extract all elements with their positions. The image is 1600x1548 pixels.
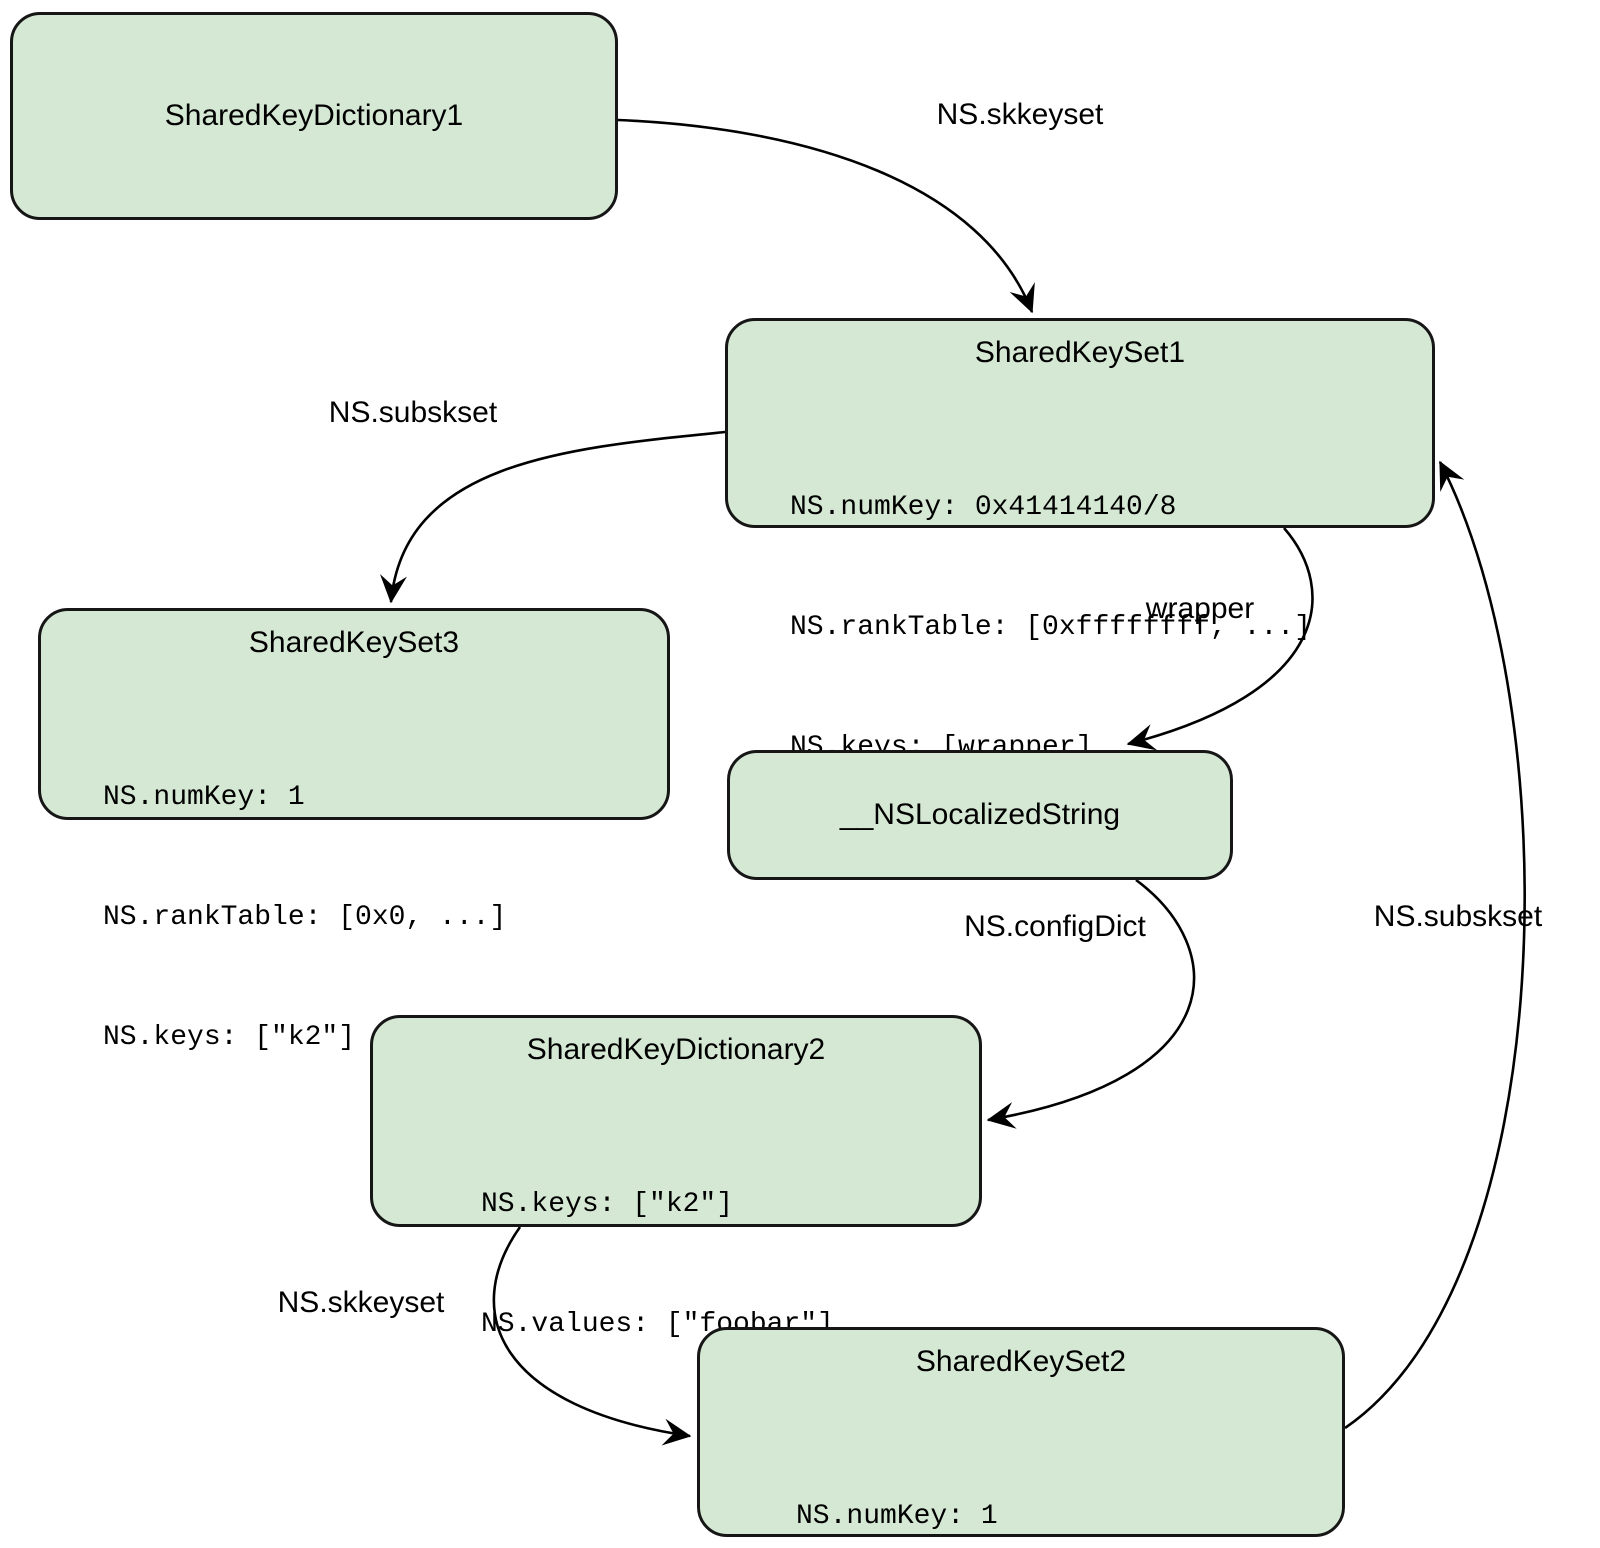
node-title: SharedKeyDictionary2 [526, 1033, 826, 1066]
node-title: SharedKeySet3 [248, 626, 460, 659]
node-title: SharedKeyDictionary1 [164, 99, 464, 132]
edge-subskset-2 [1344, 460, 1526, 1430]
node-nslocalizedstring: __NSLocalizedString [727, 750, 1233, 880]
edge-label-configdict: NS.configDict [964, 910, 1146, 943]
node-sharedkeydictionary2: SharedKeyDictionary2 NS.keys: ["k2"] NS.… [370, 1015, 982, 1340]
edge-subskset-1 [380, 430, 726, 604]
node-attributes: NS.numKey: 1 NS.rankTable: [0x0, ...] NS… [700, 1417, 1342, 1548]
edge-label-subskset-2: NS.subskset [1373, 900, 1543, 933]
node-sharedkeydictionary1: SharedKeyDictionary1 [10, 12, 618, 220]
edge-label-wrapper: wrapper [1145, 592, 1255, 625]
node-sharedkeyset1: SharedKeySet1 NS.numKey: 0x41414140/8 NS… [725, 318, 1435, 763]
edge-skkeyset-2 [492, 1226, 692, 1446]
node-sharedkeyset2: SharedKeySet2 NS.numKey: 1 NS.rankTable:… [697, 1327, 1345, 1537]
attr-line: NS.numKey: 1 [103, 782, 305, 813]
attr-line: NS.keys: ["k2"] [481, 1189, 734, 1220]
node-sharedkeyset3: SharedKeySet3 NS.numKey: 1 NS.rankTable:… [38, 608, 670, 1053]
edge-label-skkeyset-2: NS.skkeyset [277, 1286, 445, 1319]
node-title: SharedKeySet1 [974, 336, 1186, 369]
attr-line: NS.rankTable: [0x0, ...] [103, 902, 507, 933]
attr-line: NS.keys: ["k2"] [103, 1022, 356, 1053]
edge-skkeyset-1 [617, 118, 1035, 314]
node-title: __NSLocalizedString [839, 798, 1121, 831]
attr-line: NS.numKey: 0x41414140/8 [790, 492, 1177, 523]
edge-label-skkeyset-1: NS.skkeyset [936, 98, 1104, 131]
node-title: SharedKeySet2 [915, 1345, 1127, 1378]
edge-label-subskset-1: NS.subskset [328, 396, 498, 429]
attr-line: NS.numKey: 1 [796, 1501, 998, 1532]
edge-configdict [986, 878, 1196, 1129]
edge-wrapper [1126, 527, 1314, 751]
node-attributes: NS.numKey: 1 NS.rankTable: [0x0, ...] NS… [41, 698, 667, 1138]
attr-line: NS.rankTable: [0xffffffff, ...] [790, 612, 1311, 643]
